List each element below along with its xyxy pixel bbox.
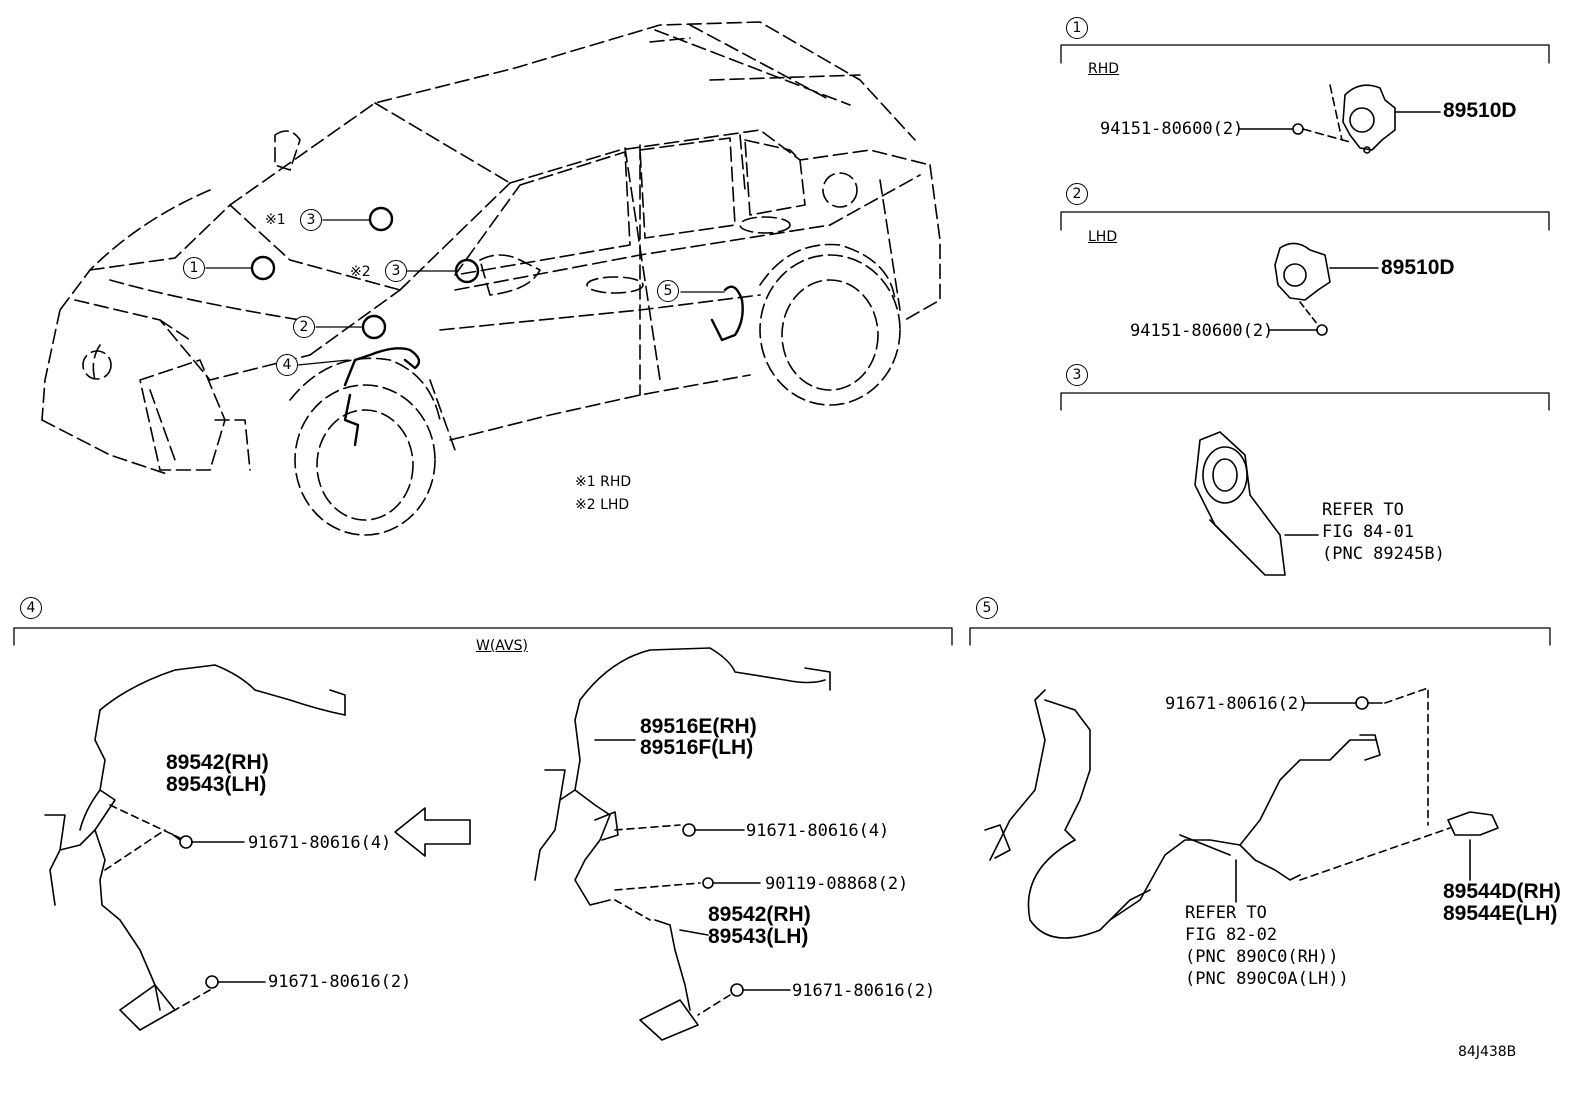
callout-3-rhd: 3 [300,209,322,231]
callout-1: 1 [183,257,205,279]
marker-circle-3-rhd [368,206,394,232]
callout-5: 5 [657,280,679,302]
section-frames [13,44,1551,646]
section5-refer-line2: FIG 82-02 [1185,925,1278,945]
section1-drawing [1239,84,1441,154]
section4-drawing [44,647,831,1041]
section5-sensor-lh: 89544E(LH) [1443,902,1558,925]
section1-part-label: 89510D [1443,99,1517,122]
section3-drawing [1194,431,1319,576]
marker-circle-3-lhd [454,258,480,284]
section4-right-sensor-rh: 89542(RH) [708,903,811,926]
section3-refer-line1: REFER TO [1322,500,1404,520]
section2-tag: LHD [1088,229,1118,245]
marker-circle-1 [250,255,276,281]
callout-2: 2 [293,316,315,338]
section5-sensor-rh: 89544D(RH) [1443,880,1561,903]
section4-callout: 4 [20,597,42,619]
front-harness-highlight [343,347,421,387]
section5-refer-line1: REFER TO [1185,903,1267,923]
lhd-marker: ※2 [350,264,371,280]
section4-right-harness-rh: 89516E(RH) [640,715,757,738]
section4-left-sensor-rh: 89542(RH) [166,751,269,774]
section3-refer-line3: (PNC 89245B) [1322,544,1445,564]
section1-callout: 1 [1066,17,1088,39]
callout-4: 4 [276,354,298,376]
callout-3-lhd: 3 [385,260,407,282]
figure-code: 84J438B [1458,1044,1517,1060]
rhd-marker: ※1 [265,212,286,228]
section4-right-harness-lh: 89516F(LH) [640,736,754,759]
section5-drawing [984,687,1499,939]
section4-left-bolt-upper: 91671-80616(4) [248,833,392,853]
section2-callout: 2 [1066,183,1088,205]
legend-lhd: ※2 LHD [575,497,630,513]
rear-harness-highlight [710,285,744,342]
section4-tag: W(AVS) [476,638,528,654]
marker-circle-2 [361,314,387,340]
section5-callout: 5 [976,597,998,619]
vehicle-illustration [41,21,941,536]
section4-right-sensor-lh: 89543(LH) [708,925,809,948]
section2-drawing [1269,242,1379,336]
section4-right-clip: 90119-08868(2) [765,874,909,894]
section5-bolt-label: 91671-80616(2) [1165,694,1309,714]
section4-right-bolt-upper: 91671-80616(4) [746,821,890,841]
section3-callout: 3 [1066,364,1088,386]
section3-refer-line2: FIG 84-01 [1322,522,1415,542]
section5-refer-line4: (PNC 890C0A(LH)) [1185,969,1349,989]
section4-left-sensor-lh: 89543(LH) [166,773,267,796]
section2-part-label: 89510D [1381,256,1455,279]
section4-left-bolt-lower: 91671-80616(2) [268,972,412,992]
section2-bolt-label: 94151-80600(2) [1130,321,1274,341]
section4-right-bolt-lower: 91671-80616(2) [792,981,936,1001]
section1-tag: RHD [1088,61,1120,77]
section1-bolt-label: 94151-80600(2) [1100,119,1244,139]
legend-rhd: ※1 RHD [575,474,632,490]
direction-arrow-icon [394,807,471,857]
section5-refer-line3: (PNC 890C0(RH)) [1185,947,1339,967]
